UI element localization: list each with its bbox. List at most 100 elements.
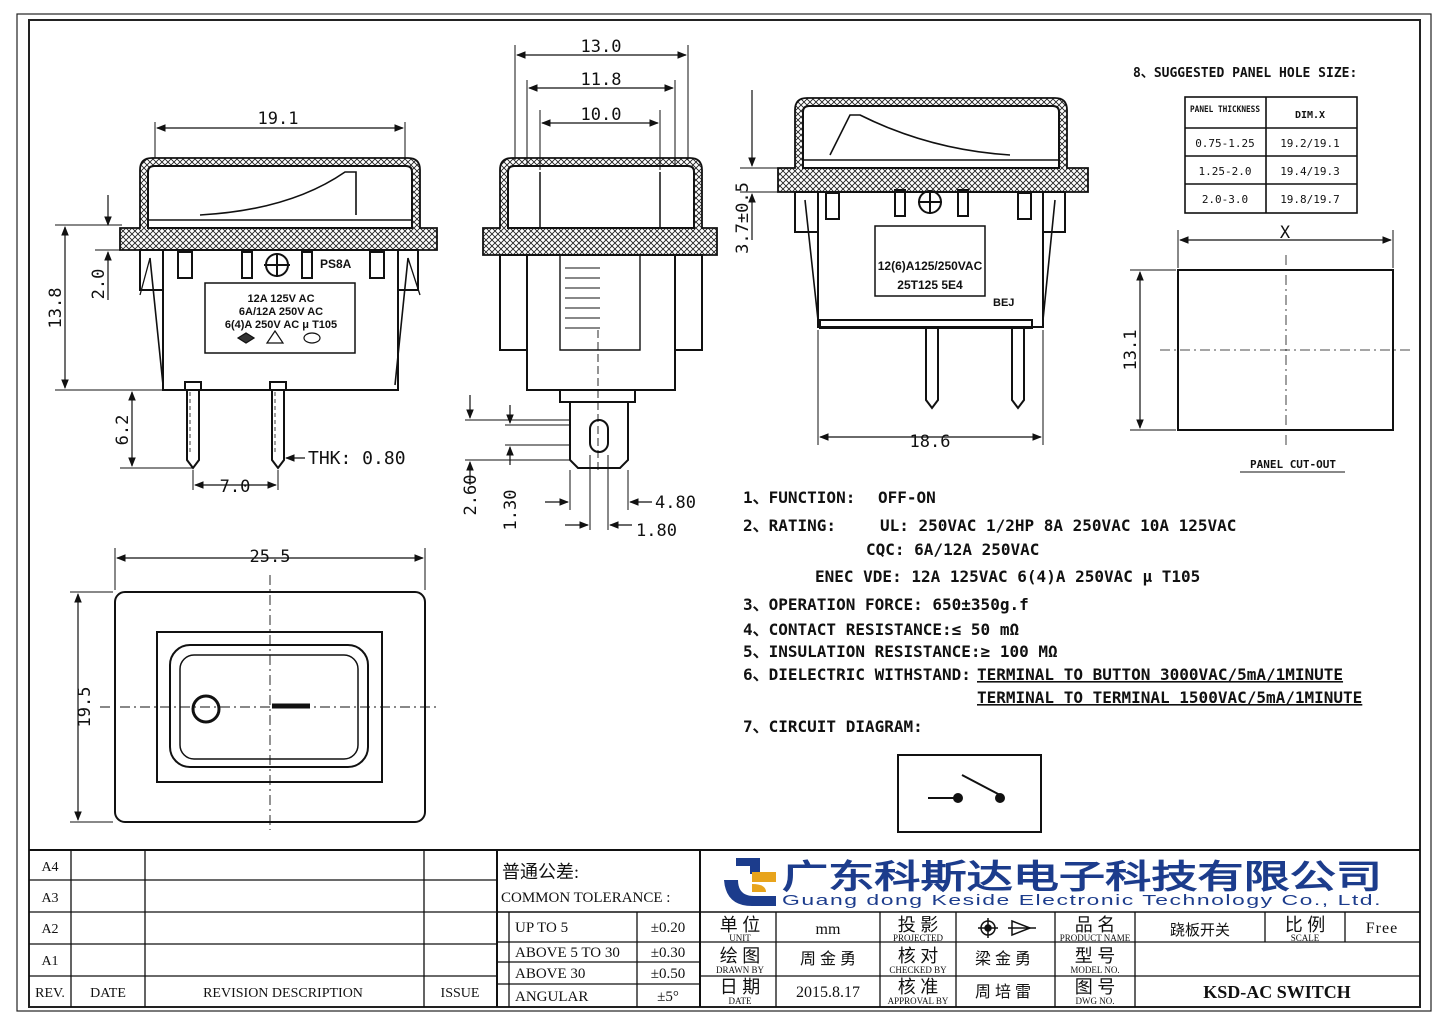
dim-top-height: 3.7±0.5 [733, 182, 753, 254]
revision-a2: A2 [41, 922, 58, 937]
model-no-cn: 型 号 [1075, 946, 1116, 966]
checked-by-value: 梁 金 勇 [975, 950, 1031, 968]
dim-side-depth-4: 1.80 [636, 521, 677, 541]
company-name-en: Guang dong Keside Electronic Technology … [782, 892, 1382, 909]
revision-a1: A1 [41, 954, 58, 969]
product-name-value: 跷板开关 [1170, 921, 1230, 939]
panel-hole-thickness-3: 2.0-3.0 [1202, 193, 1248, 206]
side-view-labels: 13.0 11.8 10.0 2.60 1.30 4.80 1.80 [461, 37, 696, 541]
tolerance-range-3: ABOVE 30 [515, 966, 585, 982]
revision-a4: A4 [41, 860, 58, 875]
bottom-view [70, 548, 440, 830]
date-cn: 日 期 [720, 977, 761, 997]
panel-hole-dim-2: 19.4/19.3 [1280, 165, 1340, 178]
spec-dielectric-1: TERMINAL TO BUTTON 3000VAC/5mA/1MINUTE [977, 665, 1343, 684]
spec-dielectric-label: 6、DIELECTRIC WITHSTAND: [743, 665, 971, 684]
outer-border [16, 13, 1432, 1012]
header-rev: REV. [35, 986, 65, 1001]
inner-border [28, 19, 1421, 1008]
front-view-labels: PS8A 12A 125V AC 6A/12A 250V AC 6(4)A 25… [46, 109, 406, 497]
revision-a3: A3 [41, 891, 58, 906]
spec-insulation-resistance: 5、INSULATION RESISTANCE:≥ 100 MΩ [743, 642, 1058, 661]
tolerance-range-2: ABOVE 5 TO 30 [515, 945, 620, 961]
spec-operation-force: 3、OPERATION FORCE: 650±350g.f [743, 595, 1029, 614]
projection-symbol-icon [978, 918, 1036, 938]
header-issue: ISSUE [441, 986, 480, 1001]
dim-side-width-1: 13.0 [581, 37, 622, 57]
checked-by-cn: 核 对 [898, 946, 939, 966]
product-name-en: PRODUCT NAME [1060, 933, 1131, 943]
tolerance-value-2: ±0.30 [651, 945, 685, 961]
checked-by-en: CHECKED BY [889, 965, 947, 975]
dim-side-depth-2: 1.30 [501, 490, 521, 531]
dim-side-depth-1: 2.60 [461, 475, 481, 516]
header-revision-description: REVISION DESCRIPTION [203, 986, 363, 1001]
panel-hole-thickness-2: 1.25-2.0 [1199, 165, 1252, 178]
dim-front-height: 13.8 [46, 288, 66, 329]
top-mark: BEJ [993, 297, 1014, 309]
spec-rating-enec: ENEC VDE: 12A 125VAC 6(4)A 250VAC μ T105 [815, 567, 1200, 586]
approval-value: 周 培 雷 [975, 983, 1031, 1001]
spec-rating-label: 2、RATING: [743, 516, 836, 535]
panel-hole-dim-3: 19.8/19.7 [1280, 193, 1340, 206]
front-rating-line-2: 6A/12A 250V AC [239, 306, 323, 318]
spec-circuit-label: 7、CIRCUIT DIAGRAM: [743, 717, 923, 736]
dwg-no-en: DWG NO. [1076, 996, 1115, 1006]
header-date: DATE [90, 986, 126, 1001]
company-name-cn: 广东科斯达电子科技有限公司 [782, 858, 1382, 895]
front-rating-line-1: 12A 125V AC [247, 293, 314, 305]
panel-cutout-label: PANEL CUT-OUT [1250, 458, 1336, 471]
top-rating-line-2: 25T125 5E4 [897, 278, 963, 292]
tolerance-cn: 普通公差: [502, 862, 579, 882]
approval-cn: 核 准 [898, 977, 939, 997]
dim-side-depth-3: 4.80 [655, 493, 696, 513]
top-view-labels: 12(6)A125/250VAC 25T125 5E4 BEJ 3.7±0.5 … [733, 182, 1014, 452]
dim-side-width-3: 10.0 [581, 105, 622, 125]
spec-rating-cqc: CQC: 6A/12A 250VAC [866, 540, 1039, 559]
top-view [740, 90, 1089, 445]
spec-dielectric-2: TERMINAL TO TERMINAL 1500VAC/5mA/1MINUTE [977, 688, 1362, 707]
dim-pin-pitch: 7.0 [220, 477, 251, 497]
front-rating-line-3: 6(4)A 250V AC μ T105 [225, 319, 337, 331]
scale-cn: 比 例 [1285, 915, 1326, 935]
scale-value: Free [1366, 920, 1398, 937]
spec-rating-ul: UL: 250VAC 1/2HP 8A 250VAC 10A 125VAC [880, 516, 1236, 535]
approval-en: APPROVAL BY [888, 996, 949, 1006]
bottom-view-labels: 25.5 19.5 [75, 547, 290, 727]
tolerance-range-4: ANGULAR [515, 989, 588, 1005]
model-no-en: MODEL NO. [1070, 965, 1119, 975]
spec-function-value: OFF-ON [878, 488, 936, 507]
date-en: DATE [729, 996, 752, 1006]
dim-pin-length: 6.2 [113, 415, 133, 446]
tolerance-range-1: UP TO 5 [515, 920, 568, 936]
dim-bottom-width: 25.5 [250, 547, 291, 567]
projected-en: PROJECTED [893, 933, 944, 943]
dim-front-mount: 2.0 [89, 269, 109, 300]
top-rating-line-1: 12(6)A125/250VAC [878, 259, 983, 273]
front-model-mark: PS8A [320, 257, 352, 271]
product-name-cn: 品 名 [1075, 915, 1116, 935]
dwg-no-value: KSD-AC SWITCH [1203, 982, 1351, 1002]
dim-pin-thickness: THK: 0.80 [308, 448, 406, 469]
drawn-by-en: DRAWN BY [716, 965, 765, 975]
scale-en: SCALE [1291, 933, 1320, 943]
dwg-no-cn: 图 号 [1075, 977, 1116, 997]
drawn-by-value: 周 金 勇 [800, 950, 856, 968]
dim-side-width-2: 11.8 [581, 70, 622, 90]
tolerance-value-1: ±0.20 [651, 920, 685, 936]
side-view [465, 45, 718, 530]
drawn-by-cn: 绘 图 [720, 946, 761, 966]
dim-bottom-height: 19.5 [75, 687, 95, 728]
specifications: 1、FUNCTION: OFF-ON 2、RATING: UL: 250VAC … [743, 488, 1362, 833]
panel-hole-thickness-1: 0.75-1.25 [1195, 137, 1255, 150]
dim-cutout-height: 13.1 [1121, 330, 1141, 371]
panel-hole-title: 8、SUGGESTED PANEL HOLE SIZE: [1133, 66, 1357, 81]
tolerance-en: COMMON TOLERANCE : [501, 890, 670, 906]
unit-value: mm [816, 921, 841, 938]
title-block-text: A4 A3 A2 A1 REV. DATE REVISION DESCRIPTI… [35, 858, 1398, 1006]
spec-contact-resistance: 4、CONTACT RESISTANCE:≤ 50 mΩ [743, 620, 1019, 639]
title-block [29, 849, 1420, 1007]
spec-function-label: 1、FUNCTION: [743, 488, 855, 507]
dim-front-width: 19.1 [258, 109, 299, 129]
